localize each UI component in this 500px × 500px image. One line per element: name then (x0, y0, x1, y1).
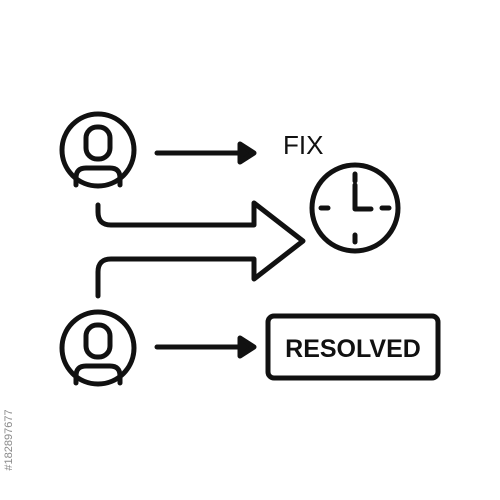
fix-label: FIX (283, 130, 323, 160)
arrow-right-icon-bottom (154, 335, 257, 359)
person-top-circle (59, 111, 137, 189)
clock-face (309, 162, 401, 254)
stock-id-watermark: #182897677 (3, 409, 15, 470)
person-top-body (73, 165, 123, 188)
person-bottom-body (73, 363, 123, 386)
clock-icon (309, 162, 401, 254)
merge-arrow-icon (95, 200, 306, 299)
arrow-right-icon-top (154, 141, 257, 165)
person-bottom-head (83, 322, 113, 360)
person-top-head (83, 124, 113, 162)
person-bottom-circle (59, 309, 137, 387)
resolved-badge (265, 313, 441, 381)
person-icon-top (59, 111, 137, 189)
clock-hands (352, 182, 374, 212)
resolved-label: RESOLVED (285, 335, 421, 363)
person-icon-bottom (59, 309, 137, 387)
